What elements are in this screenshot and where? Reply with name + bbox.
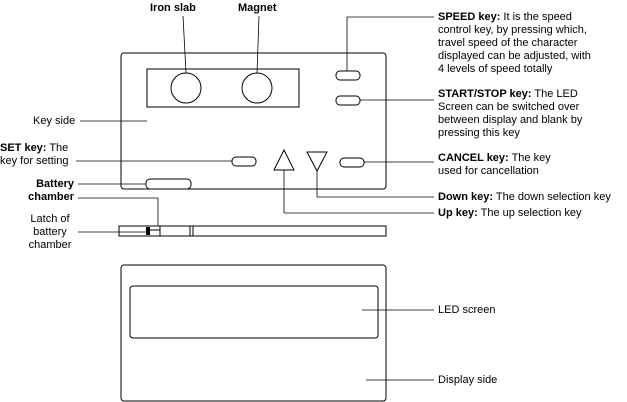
start-stop-key-label: START/STOP key: The LED — [438, 88, 578, 101]
down-key-name: Down key: — [438, 191, 494, 203]
speed-key-name: SPEED key: — [438, 11, 501, 23]
magnet-label: Magnet — [238, 2, 277, 14]
speed-key-desc: It is the speed — [500, 11, 572, 23]
up-key — [273, 148, 295, 171]
display-side-panel — [120, 264, 387, 402]
magnet — [241, 72, 273, 104]
iron-slab — [170, 72, 202, 104]
leader-iron-slab — [182, 15, 187, 74]
latch-label-1: Latch of — [30, 213, 70, 225]
up-key-desc: The up selection key — [477, 207, 582, 219]
battery-chamber-label-1: Battery — [36, 178, 74, 190]
speed-key-label: SPEED key: It is the speed — [438, 11, 572, 24]
magnet-strip — [146, 68, 300, 108]
start-stop-key-desc: The LED — [531, 88, 578, 100]
set-key-name: SET key: — [0, 142, 47, 154]
battery-chamber — [145, 178, 192, 190]
cancel-key-desc: The key — [508, 152, 551, 164]
start-stop-key-line4: pressing this key — [438, 127, 520, 139]
cancel-key — [339, 157, 365, 168]
speed-key-line3: travel speed of the character — [438, 37, 578, 49]
led-screen-label: LED screen — [438, 304, 496, 316]
set-key-desc: The — [46, 142, 69, 154]
up-key-label: Up key: The up selection key — [438, 207, 582, 220]
down-key-label: Down key: The down selection key — [438, 191, 611, 204]
side-strip — [118, 225, 387, 237]
cancel-key-label: CANCEL key: The key — [438, 152, 551, 165]
speed-key-line2: control key, by pressing which, — [438, 24, 587, 36]
speed-key — [335, 70, 361, 81]
cancel-key-line2: used for cancellation — [438, 165, 539, 177]
battery-chamber-label-2: chamber — [28, 191, 74, 203]
start-stop-key-line3: between display and blank by — [438, 114, 583, 126]
latch-block — [146, 227, 150, 235]
iron-slab-label: Iron slab — [150, 2, 196, 14]
speed-key-line4: displayed can be adjusted, with — [438, 50, 591, 62]
display-side-label: Display side — [438, 374, 498, 386]
set-key-desc-line2: key for setting — [0, 155, 69, 167]
down-key — [306, 151, 328, 173]
start-stop-key — [335, 95, 361, 106]
up-key-name: Up key: — [438, 207, 478, 219]
set-key-label: SET key: The — [0, 142, 68, 155]
speed-key-line5: 4 levels of speed totally — [438, 63, 553, 75]
leader-magnet — [256, 15, 260, 74]
set-key — [231, 156, 257, 167]
down-key-desc: The down selection key — [493, 191, 611, 203]
latch-label-2: battery — [33, 226, 67, 238]
led-screen — [129, 285, 379, 339]
start-stop-key-line2: Screen can be switched over — [438, 101, 580, 113]
latch-label-3: chamber — [28, 239, 72, 251]
cancel-key-name: CANCEL key: — [438, 152, 509, 164]
start-stop-key-name: START/STOP key: — [438, 88, 532, 100]
key-side-label: Key side — [33, 115, 76, 127]
